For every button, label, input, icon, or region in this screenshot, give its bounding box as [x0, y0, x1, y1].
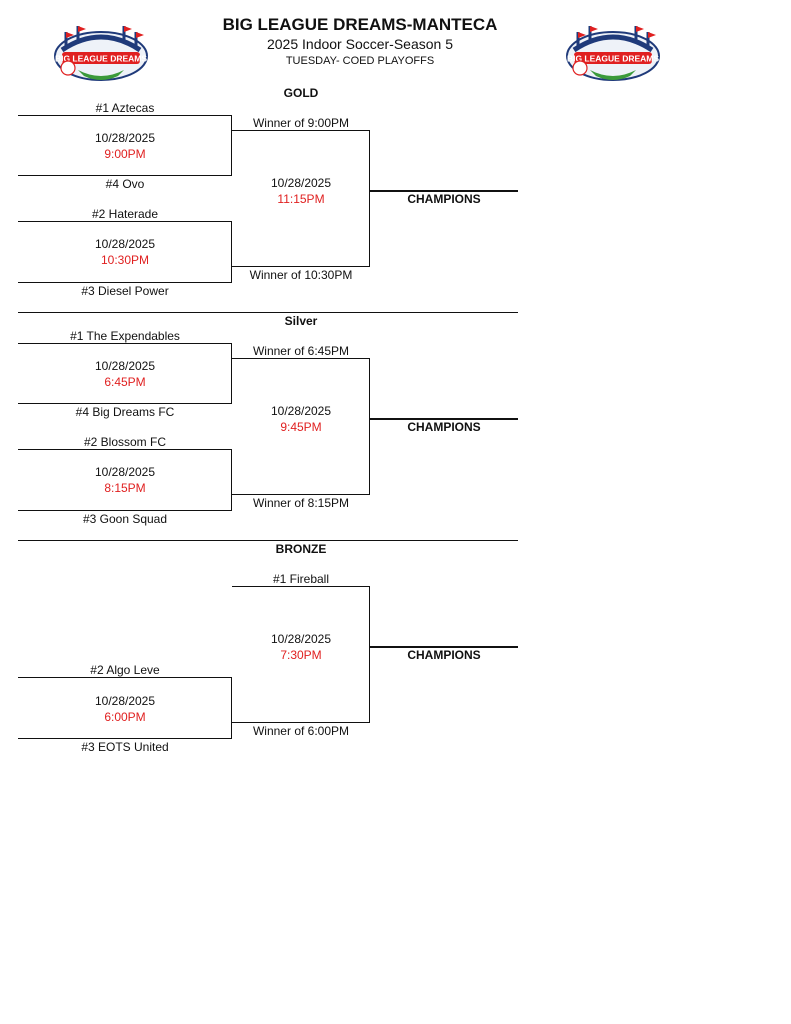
bracket-line — [18, 115, 232, 116]
match-time: 8:15PM — [104, 481, 146, 495]
page-subtitle: 2025 Indoor Soccer-Season 5 — [266, 36, 453, 52]
team-seed-3: #3 EOTS United — [81, 740, 169, 754]
page-title: BIG LEAGUE DREAMS-MANTECA — [222, 15, 498, 34]
bracket-line — [232, 494, 370, 495]
bracket-line — [369, 130, 370, 266]
team-seed-1: #1 Fireball — [272, 572, 330, 586]
bracket-line — [232, 130, 370, 131]
team-seed-2: #2 Haterade — [91, 207, 159, 221]
match-time: 9:00PM — [104, 147, 146, 161]
bracket-line — [18, 403, 232, 404]
bracket-line — [18, 175, 232, 176]
bracket-line — [18, 449, 232, 450]
winner-label: Winner of 6:45PM — [252, 344, 350, 358]
bracket-line — [231, 115, 232, 175]
bracket-line — [232, 586, 370, 587]
svg-text:BIG LEAGUE DREAMS: BIG LEAGUE DREAMS — [55, 54, 147, 64]
bracket-line — [18, 282, 232, 283]
bracket-line — [18, 221, 232, 222]
bracket-line — [232, 266, 370, 267]
winner-label: Winner of 6:00PM — [252, 724, 350, 738]
champions-line — [370, 190, 518, 192]
match-time: 6:00PM — [104, 710, 146, 724]
bracket-line — [369, 586, 370, 722]
team-seed-2: #2 Algo Leve — [90, 663, 160, 677]
team-seed-1: #1 The Expendables — [70, 329, 180, 343]
team-seed-4: #4 Ovo — [105, 177, 145, 191]
bracket-line — [232, 358, 370, 359]
bracket-line — [231, 343, 232, 403]
winner-label: Winner of 10:30PM — [249, 268, 353, 282]
winner-label: Winner of 8:15PM — [252, 496, 350, 510]
team-seed-1: #1 Aztecas — [95, 101, 155, 115]
big-league-dreams-logo-right: BIG LEAGUE DREAMS — [566, 26, 660, 81]
team-seed-3: #3 Goon Squad — [82, 512, 168, 526]
match-date: 10/28/2025 — [270, 632, 332, 646]
bracket-line — [18, 677, 232, 678]
match-date: 10/28/2025 — [94, 465, 156, 479]
match-time: 9:45PM — [280, 420, 322, 434]
bracket-line — [231, 677, 232, 738]
page-subtitle-2: TUESDAY- COED PLAYOFFS — [285, 55, 435, 67]
champions-line — [370, 418, 518, 420]
match-time: 11:15PM — [277, 192, 325, 206]
match-date: 10/28/2025 — [94, 237, 156, 251]
match-time: 7:30PM — [280, 648, 322, 662]
match-date: 10/28/2025 — [270, 176, 332, 190]
division-label-silver: Silver — [284, 314, 318, 328]
bracket-line — [232, 722, 370, 723]
bracket-line — [231, 221, 232, 282]
match-date: 10/28/2025 — [270, 404, 332, 418]
champions-label: CHAMPIONS — [407, 192, 481, 206]
winner-label: Winner of 9:00PM — [252, 116, 350, 130]
match-date: 10/28/2025 — [94, 359, 156, 373]
bracket-line — [18, 738, 232, 739]
bracket-line — [231, 449, 232, 510]
champions-label: CHAMPIONS — [407, 648, 481, 662]
division-label-gold: GOLD — [283, 86, 319, 100]
section-divider — [18, 312, 518, 313]
match-time: 10:30PM — [100, 253, 150, 267]
svg-text:BIG LEAGUE DREAMS: BIG LEAGUE DREAMS — [567, 54, 659, 64]
team-seed-2: #2 Blossom FC — [83, 435, 167, 449]
match-date: 10/28/2025 — [94, 131, 156, 145]
big-league-dreams-logo-left: BIG LEAGUE DREAMS — [54, 26, 148, 81]
bracket-line — [369, 358, 370, 494]
division-label-bronze: BRONZE — [275, 542, 327, 556]
match-time: 6:45PM — [104, 375, 146, 389]
section-divider — [18, 540, 518, 541]
match-date: 10/28/2025 — [94, 694, 156, 708]
bracket-line — [18, 343, 232, 344]
bracket-line — [18, 510, 232, 511]
champions-label: CHAMPIONS — [407, 420, 481, 434]
champions-line — [370, 646, 518, 648]
team-seed-4: #4 Big Dreams FC — [75, 405, 175, 419]
team-seed-3: #3 Diesel Power — [81, 284, 169, 298]
